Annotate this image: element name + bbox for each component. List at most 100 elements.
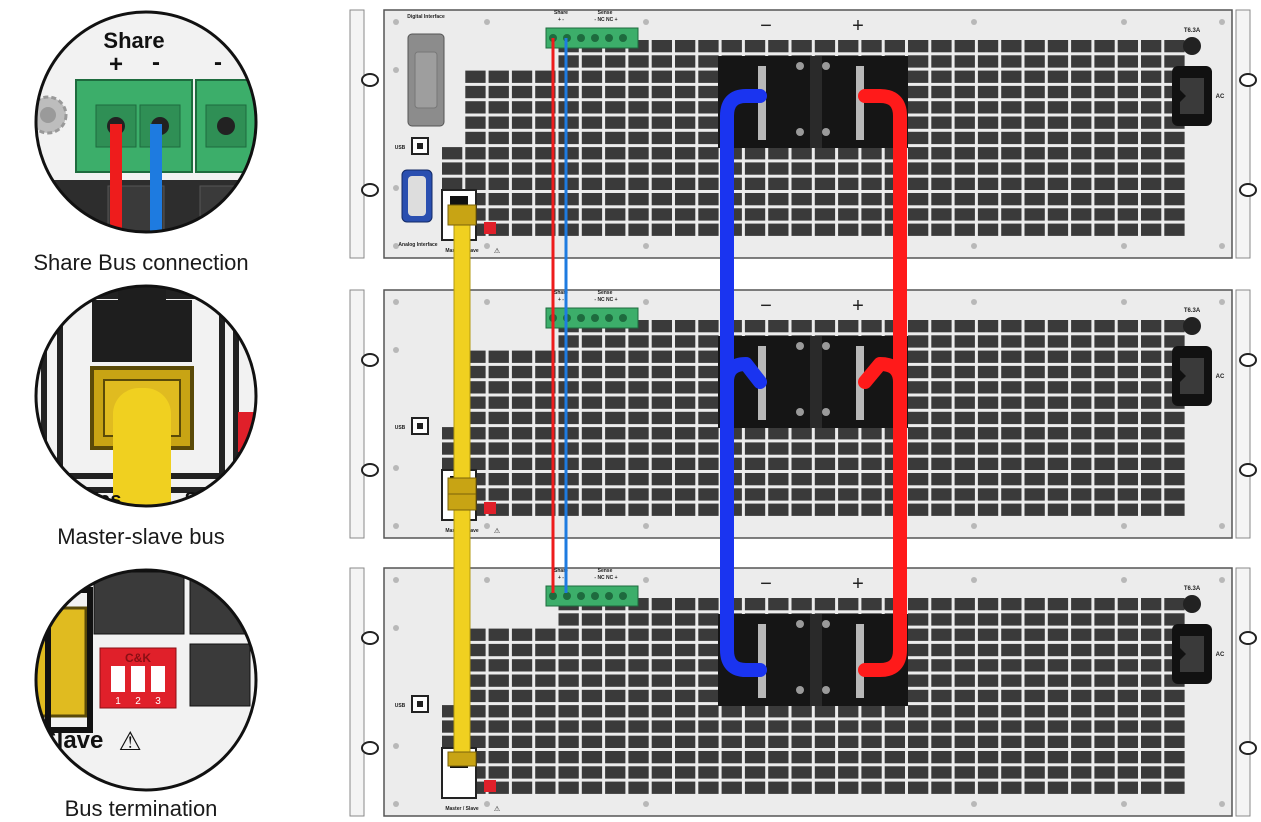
dc-output-terminal	[718, 614, 908, 706]
share-plus-sign: +	[109, 51, 123, 78]
caption-share-bus: Share Bus connection	[0, 250, 282, 276]
ac-label: AC	[1216, 374, 1225, 380]
panel-screw	[393, 19, 399, 25]
rack-mount-hole	[362, 632, 378, 644]
panel-screw	[393, 347, 399, 353]
sense-minus-sign: -	[214, 49, 222, 76]
dip-num-1: 1	[115, 696, 121, 707]
panel-screw	[1121, 523, 1127, 529]
fuse-holder	[1183, 595, 1201, 613]
panel-screw	[971, 19, 977, 25]
termination-dip-switch	[484, 780, 496, 792]
fuse-holder	[1183, 317, 1201, 335]
caption-bus-termination: Bus termination	[0, 796, 282, 822]
panel-screw	[1219, 801, 1225, 807]
rack-mount-hole	[362, 74, 378, 86]
rack-mount-hole	[1240, 74, 1256, 86]
panel-screw	[393, 523, 399, 529]
panel-screw	[393, 625, 399, 631]
rack-ear-right	[1236, 10, 1250, 258]
rack-mount-hole	[1240, 464, 1256, 476]
share-minus-sign: -	[152, 49, 160, 76]
digital-interface-label: Digital Interface	[407, 14, 445, 20]
share-sense-terminal	[546, 586, 638, 606]
panel-screw	[393, 743, 399, 749]
warning-icon: ⚠	[494, 805, 501, 813]
panel-screw	[484, 19, 490, 25]
panel-screw	[1121, 243, 1127, 249]
rack-ear-left	[350, 10, 364, 258]
panel-screw	[1219, 243, 1225, 249]
panel-screw	[971, 299, 977, 305]
panel-screw	[1121, 299, 1127, 305]
termination-dip-switch	[484, 222, 496, 234]
ac-inlet	[1172, 66, 1212, 126]
rj45-socket-zoom	[92, 300, 192, 362]
fuse-holder	[1183, 37, 1201, 55]
dc-minus-label: −	[760, 295, 772, 317]
panel-screw	[643, 243, 649, 249]
panel-screw	[1219, 577, 1225, 583]
panel-screw	[484, 577, 490, 583]
warning-icon: ⚠	[494, 247, 501, 255]
share-label: Share	[554, 10, 568, 16]
share-minus-wire-zoom	[150, 124, 162, 244]
sense-pins: - NC NC +	[594, 17, 617, 23]
usb-label: USB	[395, 425, 406, 431]
dc-minus-label: −	[760, 573, 772, 595]
share-pins: + -	[558, 17, 564, 23]
dc-plus-label: +	[852, 15, 864, 37]
rack-mount-hole	[362, 464, 378, 476]
usb-label: USB	[395, 145, 406, 151]
rack-ear-left	[350, 568, 364, 816]
rack-ear-left	[350, 290, 364, 538]
panel-screw	[643, 523, 649, 529]
rack-ear-right	[1236, 568, 1250, 816]
panel-screw	[643, 19, 649, 25]
sense-label: Sense	[598, 568, 613, 574]
panel-screw	[971, 523, 977, 529]
panel-screw	[643, 801, 649, 807]
panel-screw	[393, 185, 399, 191]
panel-screw	[393, 577, 399, 583]
panel-screw	[484, 243, 490, 249]
ac-inlet	[1172, 624, 1212, 684]
rack-mount-hole	[1240, 742, 1256, 754]
panel-screw	[393, 299, 399, 305]
rack-ear-right	[1236, 290, 1250, 538]
master-slave-label: Master / Slave	[445, 806, 479, 812]
rj45-plug-bottom	[448, 752, 476, 766]
sense-label: Sense	[598, 10, 613, 16]
share-pins: + -	[558, 297, 564, 303]
rj45-plug-mid-1	[448, 478, 476, 494]
ac-label: AC	[1216, 94, 1225, 100]
sense-pins: - NC NC +	[594, 297, 617, 303]
rack-mount-hole	[1240, 354, 1256, 366]
ms-label-left: Mas	[83, 489, 122, 511]
dc-minus-label: −	[760, 15, 772, 37]
ac-label: AC	[1216, 652, 1225, 658]
share-sense-terminal	[546, 28, 638, 48]
usb-label: USB	[395, 703, 406, 709]
rack-mount-hole	[362, 354, 378, 366]
dc-output-terminal	[718, 336, 908, 428]
fuse-label: T6.3A	[1184, 28, 1201, 34]
rack-mount-hole	[362, 742, 378, 754]
dip-label: C&K	[125, 651, 151, 665]
panel-screw	[971, 801, 977, 807]
panel-screw	[484, 523, 490, 529]
termination-dip-switch	[484, 502, 496, 514]
panel-screw	[393, 801, 399, 807]
warning-icon: ⚠	[494, 527, 501, 535]
dip-num-2: 2	[135, 696, 141, 707]
panel-screw	[484, 801, 490, 807]
sense-pins: - NC NC +	[594, 575, 617, 581]
panel-screw	[1219, 523, 1225, 529]
panel-screw	[393, 67, 399, 73]
fuse-label: T6.3A	[1184, 586, 1201, 592]
rack-mount-hole	[362, 184, 378, 196]
